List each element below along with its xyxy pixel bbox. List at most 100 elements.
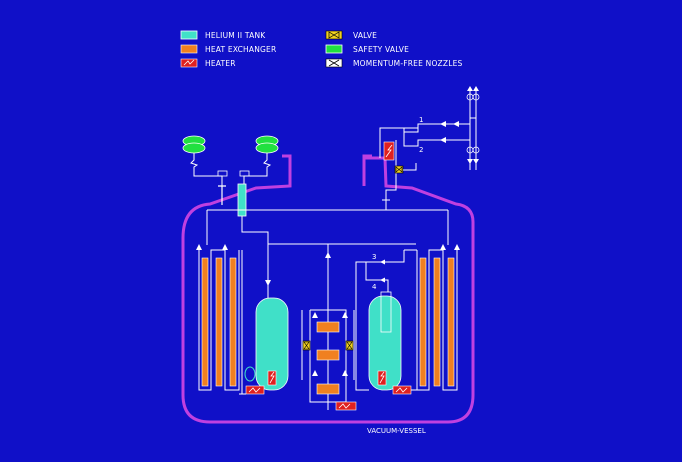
nozzles-cross-icon (328, 59, 340, 67)
legend: HELIUM II TANK HEAT EXCHANGER HEATER VAL… (180, 30, 463, 68)
nozzle-bottom-arrow-icons (467, 159, 479, 164)
tank-left-coil (244, 366, 256, 382)
tank-right-base-heater-zigzag-icon (395, 387, 408, 393)
centre-base-heater (335, 401, 357, 411)
centre-base-heater-zigzag-icon (338, 403, 351, 409)
line-1-return (404, 128, 419, 133)
line-3-label: 3 (372, 253, 376, 261)
tank-right-insert (380, 291, 392, 333)
port-left-pipe (218, 185, 226, 205)
centre-hx-bottom (316, 383, 340, 395)
top-valve-branch (403, 163, 417, 171)
line-2-arrow-icons (440, 137, 446, 143)
safety-valve-right-bottom (255, 142, 279, 154)
legend-label-safety-valve: SAFETY VALVE (353, 45, 409, 54)
dist-line-down (385, 140, 397, 200)
legend-label-valve: VALVE (353, 31, 377, 40)
legend-item-safety-valve: SAFETY VALVE (325, 44, 409, 54)
centre-riser-arrow-icon (325, 252, 331, 258)
nozzle-top-right (472, 93, 480, 101)
tank-left-heater-zigzag-icon (269, 371, 275, 384)
legend-item-helium-tank: HELIUM II TANK (180, 30, 266, 40)
helium-tank-right-body (368, 295, 402, 391)
nozzle-top-arrow-icons (467, 86, 479, 91)
centre-side-lines (301, 310, 355, 380)
hx-left-1 (201, 257, 209, 387)
legend-item-heater: HEATER (180, 58, 236, 68)
line-4 (365, 262, 389, 292)
top-fittings (217, 170, 269, 300)
legend-item-heat-exchanger: HEAT EXCHANGER (180, 44, 276, 54)
legend-label-heater: HEATER (205, 59, 236, 68)
centre-valve-right-icon (346, 341, 353, 350)
legend-item-nozzles: MOMENTUM-FREE NOZZLES (325, 58, 463, 68)
nozzle-bottom-right (472, 146, 480, 154)
vacuum-vessel-outline (181, 156, 475, 424)
hx-right-1 (419, 257, 427, 387)
fitting-right (239, 170, 250, 177)
small-tank-feed-line (241, 216, 269, 300)
safety-valve-left-bottom (182, 142, 206, 154)
safety-valve-swatch (325, 44, 343, 54)
nozzle-group-bottom (466, 146, 480, 164)
line-1-arrow-icons (440, 121, 459, 127)
tank-right-heater-zigzag-icon (379, 371, 385, 384)
centre-column (268, 243, 416, 411)
hx-right-serpentine (416, 249, 458, 391)
vacuum-vessel-neck-right (362, 154, 372, 186)
top-heater-zigzag-icon (385, 144, 393, 158)
line-1 (404, 123, 470, 129)
line-4-label: 4 (372, 283, 377, 291)
helium-tank-left (241, 250, 289, 395)
safety-valve-right-line (243, 153, 272, 186)
vacuum-vessel-neck-left (181, 154, 292, 239)
top-valve-icon (395, 166, 403, 173)
helium-tank-left-body (255, 297, 289, 391)
hx-left-serpentine (198, 249, 240, 391)
centre-hx-middle (316, 349, 340, 361)
hx-right-3 (447, 257, 455, 387)
helium-tank-swatch (180, 30, 198, 40)
centre-hx-top (316, 321, 340, 333)
top-heater (383, 141, 395, 161)
heater-zigzag-icon (183, 59, 195, 66)
tank-right-connections (355, 249, 417, 391)
centre-flow-arrow-icons (312, 312, 348, 376)
top-right-distribution: 1 2 (379, 86, 480, 200)
vacuum-vessel-label: VACUUM-VESSEL (367, 427, 426, 435)
legend-label-heat-exchanger: HEAT EXCHANGER (205, 45, 276, 54)
safety-valve-left (182, 135, 223, 186)
tank-right-heater (377, 370, 387, 386)
legend-item-valve: VALVE (325, 30, 377, 40)
safety-valve-left-line (190, 153, 223, 186)
safety-valve-right (243, 135, 279, 186)
helium-tank-right: 3 4 (355, 249, 417, 395)
line-1-label: 1 (419, 116, 423, 124)
line-3 (355, 250, 405, 298)
right-riser-pipes (469, 90, 477, 170)
vacuum-vessel: VACUUM-VESSEL (181, 154, 475, 435)
tank-left-base-heater-zigzag-icon (248, 387, 261, 393)
hx-right-2 (433, 257, 441, 387)
tank-left-heater (267, 370, 277, 386)
fitting-left (217, 170, 228, 177)
header-drops (206, 210, 449, 245)
heat-exchanger-bank-left (198, 249, 246, 395)
helium-tank-small (237, 183, 247, 217)
tank-left-inlet-arrow-icon (265, 280, 271, 286)
lines-3-4-arrow-icons (380, 259, 385, 283)
line-2-label: 2 (419, 146, 423, 154)
centre-valve-left-icon (303, 341, 310, 350)
hx-inlet-arrow-icons (196, 244, 460, 250)
nozzle-group-top (466, 86, 480, 101)
legend-label-nozzles: MOMENTUM-FREE NOZZLES (353, 59, 463, 68)
hx-left-2 (215, 257, 223, 387)
heat-exchanger-bank-right (410, 249, 458, 391)
hx-left-3 (229, 257, 237, 387)
heat-exchanger-swatch (180, 44, 198, 54)
valve-bowtie-icon (328, 31, 340, 39)
legend-label-helium-tank: HELIUM II TANK (205, 31, 266, 40)
right-port-pipe (382, 199, 390, 210)
